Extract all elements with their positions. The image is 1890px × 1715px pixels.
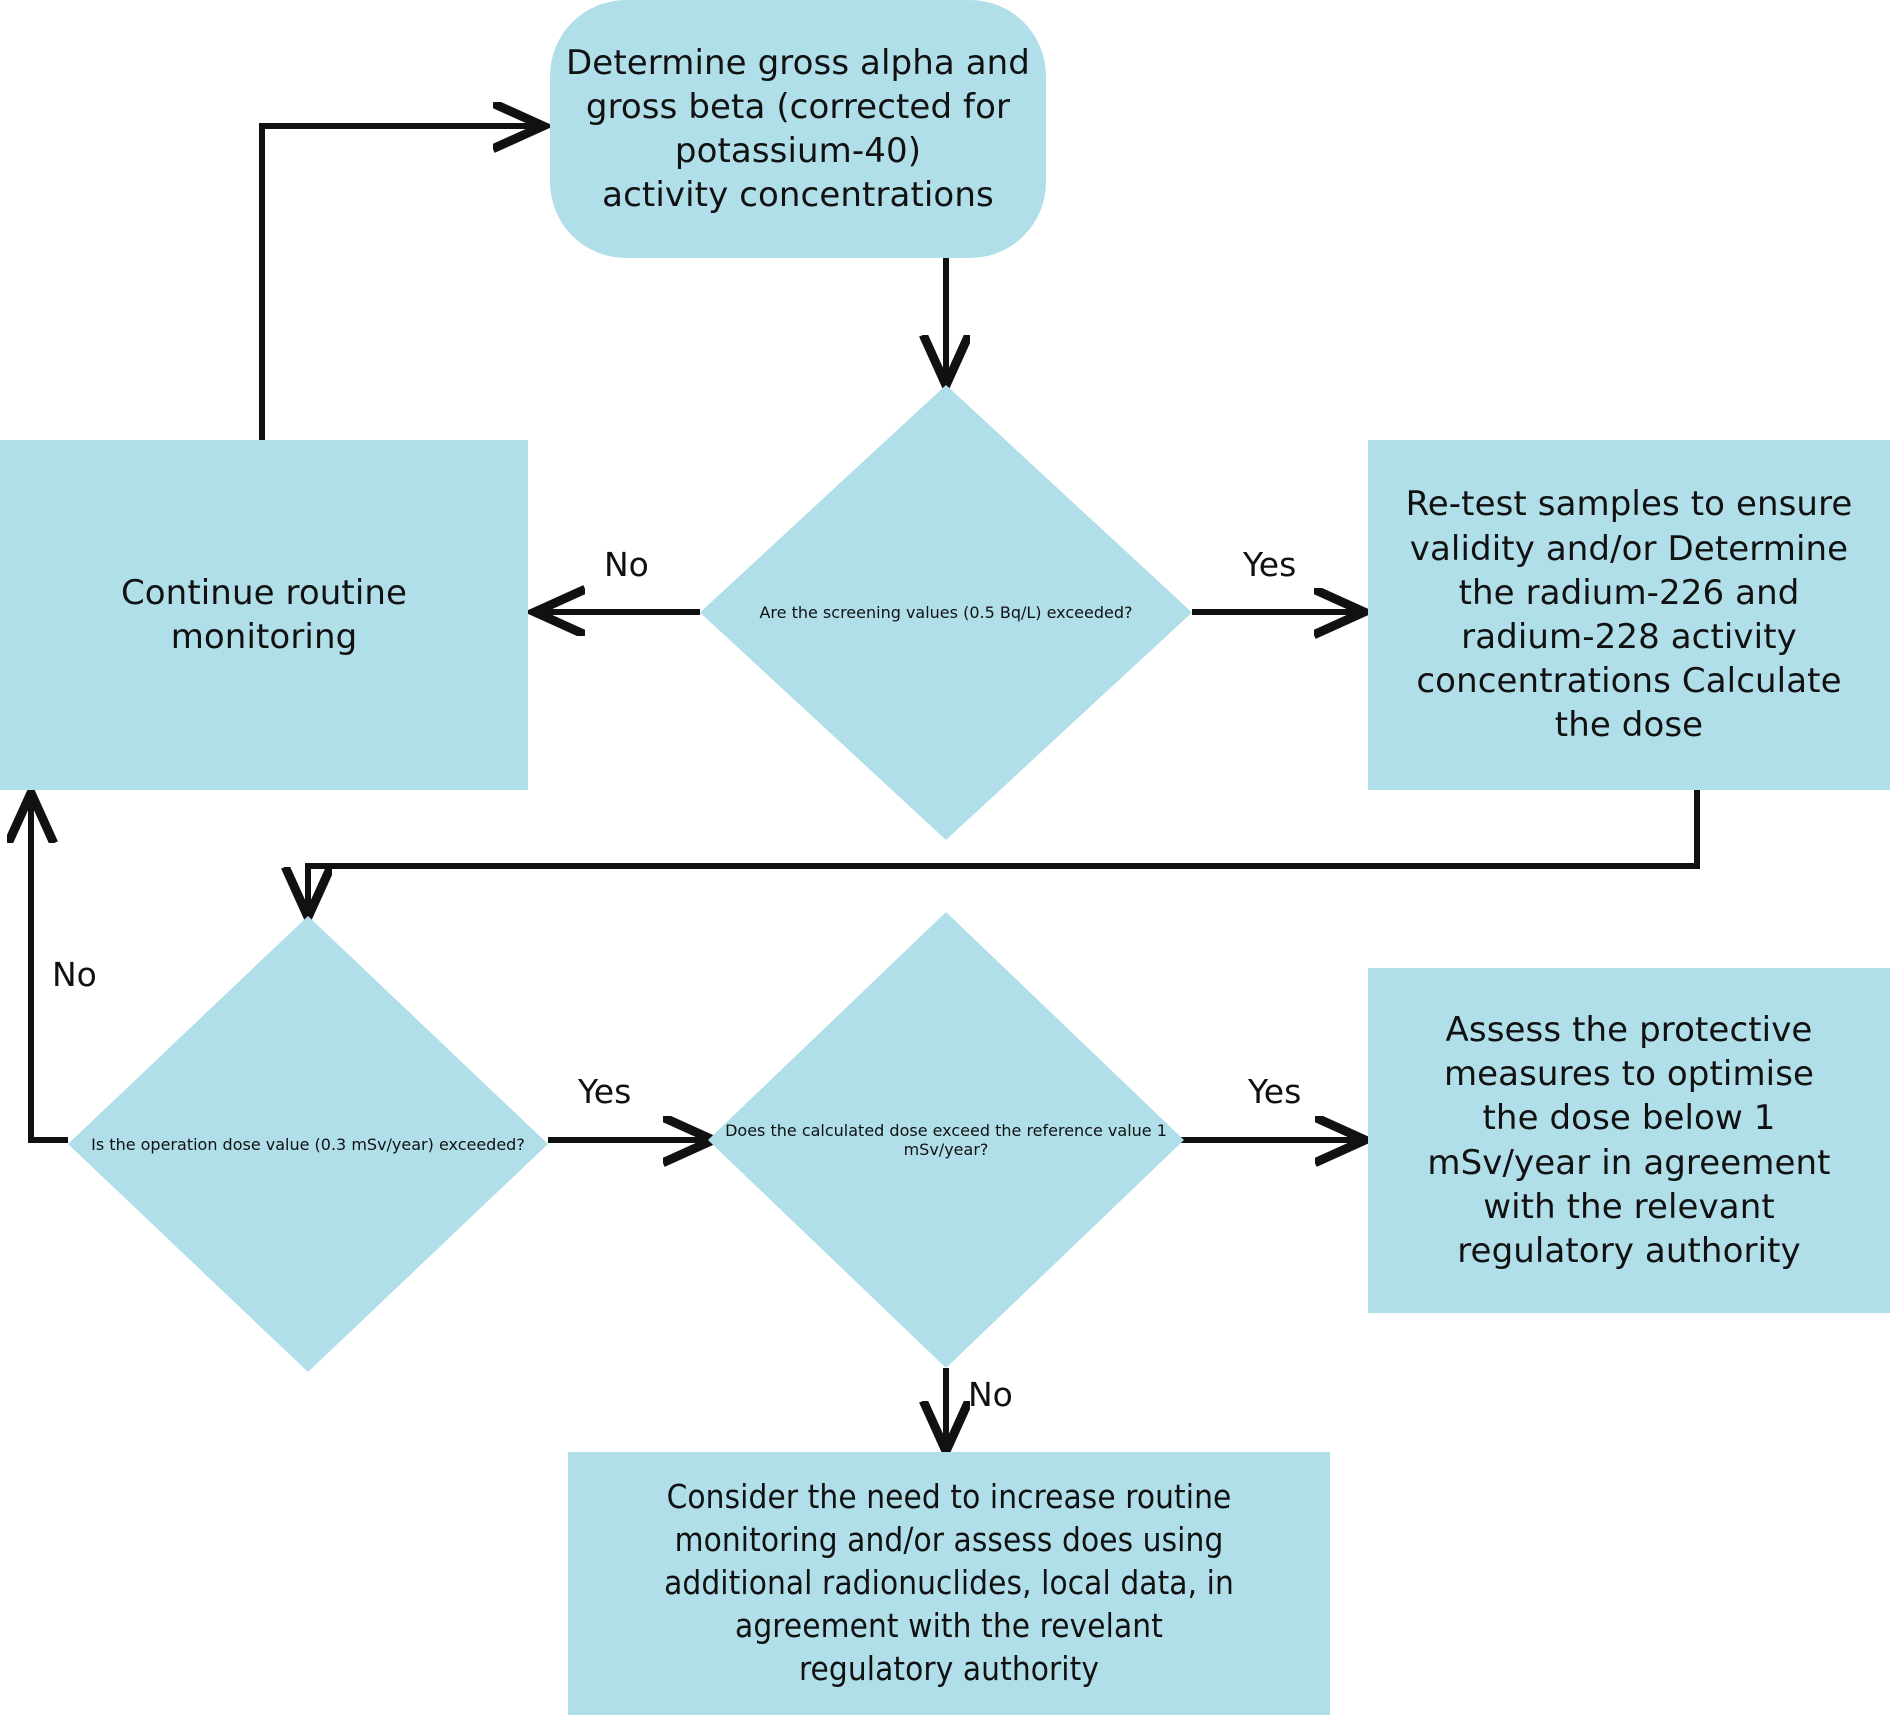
node-screening-decision[interactable]: Are the screening values (0.5 Bq/L) exce… [700, 385, 1192, 840]
node-consider-increase-label: Consider the need to increase routine mo… [664, 1477, 1234, 1688]
edge-label-operation-yes: Yes [578, 1072, 632, 1111]
edge-label-calculated-yes: Yes [1248, 1072, 1302, 1111]
node-determine-gross-label: Determine gross alpha and gross beta (co… [566, 42, 1030, 216]
node-retest-samples[interactable]: Re-test samples to ensure validity and/o… [1368, 440, 1890, 790]
node-assess-protective[interactable]: Assess the protective measures to optimi… [1368, 968, 1890, 1313]
edge-label-screening-no: No [604, 545, 649, 584]
edge-label-operation-no: No [52, 955, 97, 994]
node-continue-monitoring-label: Continue routine monitoring [120, 572, 408, 657]
edge-retest-to-operation [308, 790, 1700, 910]
edge-label-calculated-no: No [968, 1375, 1013, 1414]
node-assess-protective-label: Assess the protective measures to optimi… [1427, 1009, 1831, 1271]
node-consider-increase[interactable]: Consider the need to increase routine mo… [568, 1452, 1330, 1715]
edge-label-screening-yes: Yes [1243, 545, 1297, 584]
node-calculated-dose-decision[interactable]: Does the calculated dose exceed the refe… [708, 912, 1184, 1368]
node-calculated-dose-decision-label: Does the calculated dose exceed the refe… [725, 1121, 1167, 1159]
node-screening-decision-label: Are the screening values (0.5 Bq/L) exce… [759, 603, 1133, 622]
node-operation-dose-decision-label: Is the operation dose value (0.3 mSv/yea… [91, 1134, 525, 1154]
node-retest-samples-label: Re-test samples to ensure validity and/o… [1405, 484, 1853, 746]
node-determine-gross[interactable]: Determine gross alpha and gross beta (co… [550, 0, 1046, 258]
node-operation-dose-decision[interactable]: Is the operation dose value (0.3 mSv/yea… [68, 916, 548, 1372]
node-continue-monitoring[interactable]: Continue routine monitoring [0, 440, 528, 790]
edge-operation-no [31, 800, 68, 1143]
